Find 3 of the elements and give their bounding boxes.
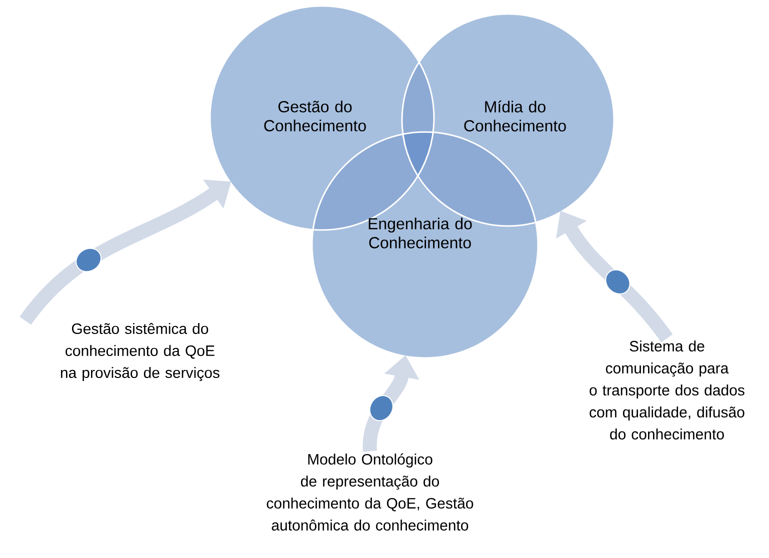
description-text: Modelo Ontológico de representação do conhecimento da QoE, Gestão autonômica do conhecimento bbox=[266, 453, 474, 531]
description-text: Gestão sistêmica do conhecimento da QoE na provisão de serviços bbox=[60, 322, 220, 382]
description-text: Sistema de comunicação para o transporte dos dados com qualidade, difusão do conhecimento bbox=[590, 340, 744, 440]
